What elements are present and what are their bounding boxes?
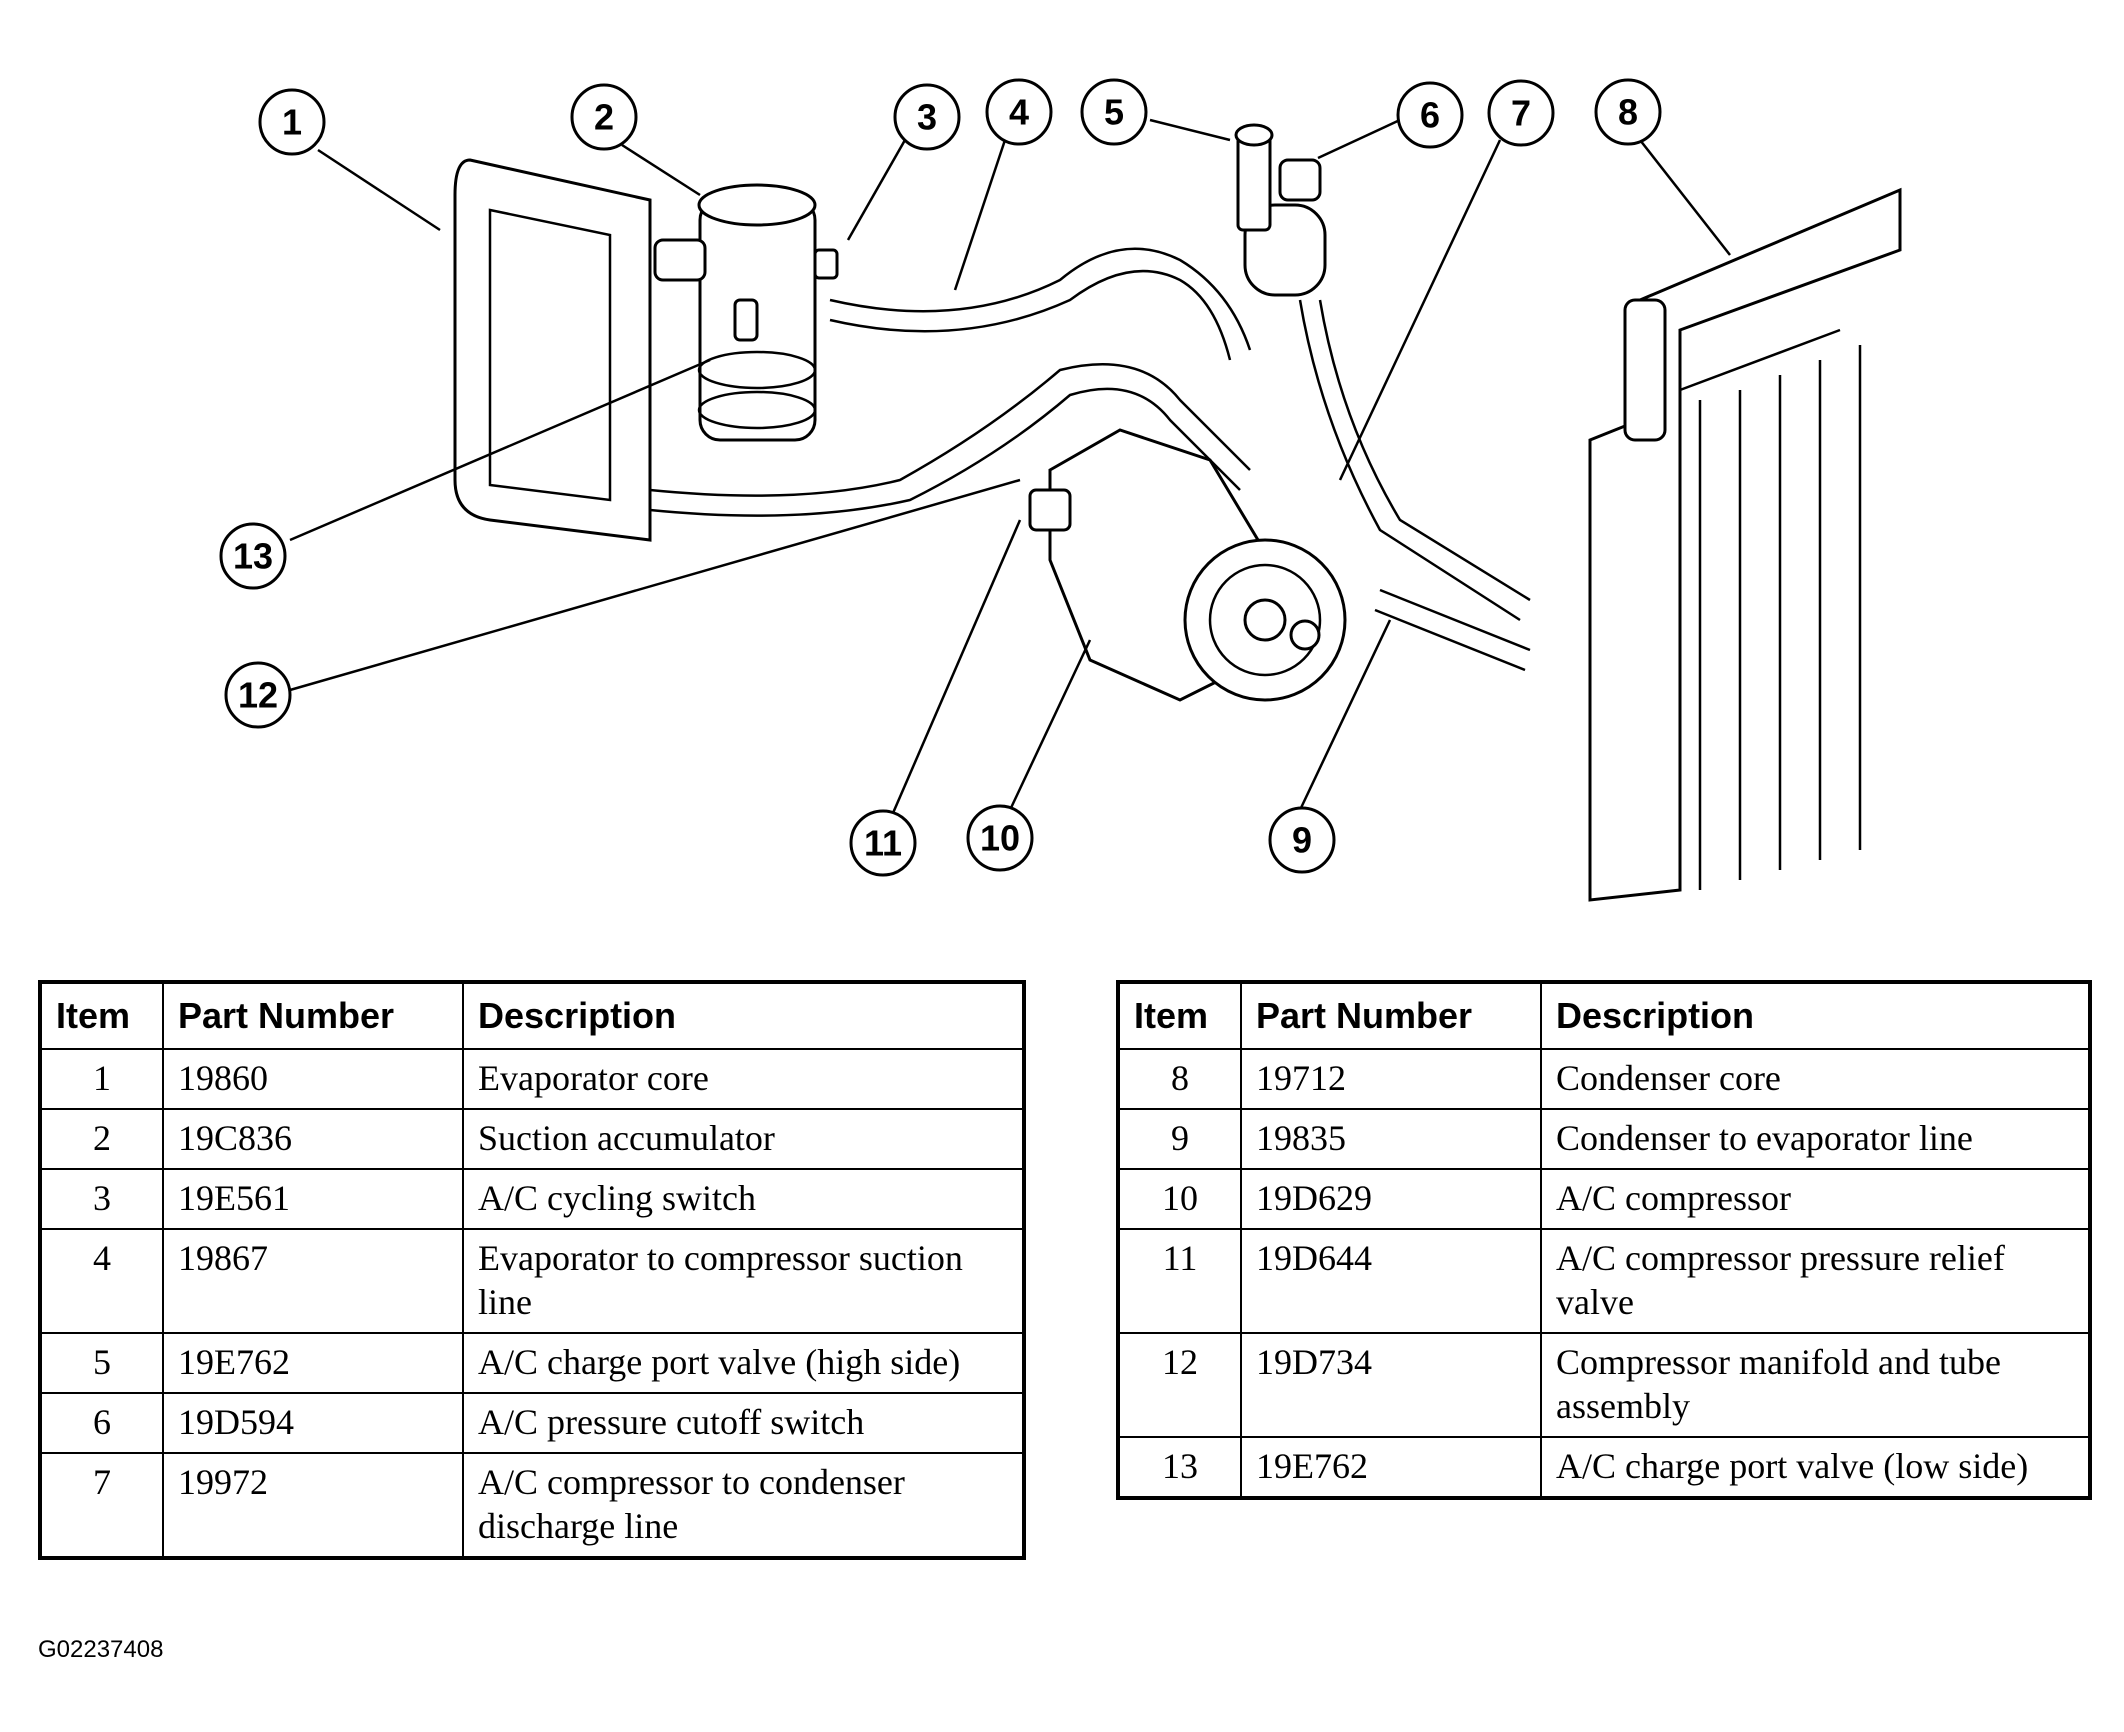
- item-cell: 7: [39, 1452, 164, 1559]
- callout-4: 4: [985, 78, 1053, 146]
- callout-11: 11: [849, 809, 917, 877]
- description-cell: Condenser core: [1540, 1048, 2091, 1110]
- part-number-cell: 19867: [162, 1228, 464, 1334]
- callout-7: 7: [1487, 79, 1555, 147]
- part-number-cell: 19835: [1240, 1108, 1542, 1170]
- table-header-row: Item Part Number Description: [1117, 981, 2091, 1050]
- part-number-cell: 19E762: [1240, 1436, 1542, 1499]
- item-cell: 12: [1117, 1332, 1242, 1438]
- callout-13: 13: [219, 522, 287, 590]
- table-header-row: Item Part Number Description: [39, 981, 1025, 1050]
- svg-text:13: 13: [233, 536, 273, 577]
- evaporator-core: [453, 158, 652, 542]
- item-cell: 11: [1117, 1228, 1242, 1334]
- callout-3: 3: [893, 83, 961, 151]
- part-number-cell: 19860: [162, 1048, 464, 1110]
- description-cell: A/C charge port valve (low side): [1540, 1436, 2091, 1499]
- part-number-cell: 19E762: [162, 1332, 464, 1394]
- svg-text:12: 12: [238, 675, 278, 716]
- part-number-cell: 19C836: [162, 1108, 464, 1170]
- ac-system-diagram: 1 2 3 4 5 6 7 8 9 10 11 12 13: [219, 78, 1902, 902]
- callout-12: 12: [224, 661, 292, 729]
- callout-2: 2: [570, 83, 638, 151]
- header-item: Item: [39, 981, 164, 1050]
- svg-text:4: 4: [1009, 92, 1029, 133]
- header-description: Description: [1540, 981, 2091, 1050]
- item-cell: 4: [39, 1228, 164, 1334]
- svg-text:2: 2: [594, 97, 614, 138]
- callout-8: 8: [1594, 78, 1662, 146]
- ac-compressor: [1028, 428, 1347, 702]
- suction-accumulator: [653, 183, 839, 442]
- description-cell: A/C compressor: [1540, 1168, 2091, 1230]
- svg-text:11: 11: [864, 823, 902, 864]
- part-number-cell: 19972: [162, 1452, 464, 1559]
- svg-text:10: 10: [980, 818, 1020, 859]
- description-cell: A/C pressure cutoff switch: [462, 1392, 1025, 1454]
- description-cell: A/C compressor pressure relief valve: [1540, 1228, 2091, 1334]
- part-number-cell: 19E561: [162, 1168, 464, 1230]
- description-cell: Compressor manifold and tube assembly: [1540, 1332, 2091, 1438]
- item-cell: 9: [1117, 1108, 1242, 1170]
- description-cell: Evaporator to compressor suction line: [462, 1228, 1025, 1334]
- svg-text:3: 3: [917, 97, 937, 138]
- callout-5: 5: [1080, 78, 1148, 146]
- header-part-number: Part Number: [1240, 981, 1542, 1050]
- svg-text:5: 5: [1104, 92, 1124, 133]
- leader-lines: [289, 118, 1731, 821]
- item-cell: 2: [39, 1108, 164, 1170]
- description-cell: A/C compressor to condenser discharge li…: [462, 1452, 1025, 1559]
- callout-1: 1: [258, 88, 326, 156]
- part-number-cell: 19D629: [1240, 1168, 1542, 1230]
- callout-9: 9: [1268, 806, 1336, 874]
- callout-6: 6: [1396, 81, 1464, 149]
- header-item: Item: [1117, 981, 1242, 1050]
- condenser-core: [1588, 187, 1902, 902]
- svg-text:1: 1: [282, 102, 302, 143]
- svg-text:6: 6: [1420, 95, 1440, 136]
- item-cell: 6: [39, 1392, 164, 1454]
- item-cell: 8: [1117, 1048, 1242, 1110]
- figure-code: G02237408: [38, 1636, 164, 1663]
- svg-text:7: 7: [1511, 93, 1531, 134]
- header-part-number: Part Number: [162, 981, 464, 1050]
- description-cell: A/C cycling switch: [462, 1168, 1025, 1230]
- part-number-cell: 19D734: [1240, 1332, 1542, 1438]
- callout-10: 10: [966, 804, 1034, 872]
- svg-text:9: 9: [1292, 820, 1312, 861]
- item-cell: 3: [39, 1168, 164, 1230]
- description-cell: A/C charge port valve (high side): [462, 1332, 1025, 1394]
- description-cell: Condenser to evaporator line: [1540, 1108, 2091, 1170]
- description-cell: Evaporator core: [462, 1048, 1025, 1110]
- description-cell: Suction accumulator: [462, 1108, 1025, 1170]
- part-number-cell: 19712: [1240, 1048, 1542, 1110]
- item-cell: 1: [39, 1048, 164, 1110]
- part-number-cell: 19D594: [162, 1392, 464, 1454]
- part-number-cell: 19D644: [1240, 1228, 1542, 1334]
- item-cell: 13: [1117, 1436, 1242, 1499]
- header-description: Description: [462, 981, 1025, 1050]
- item-cell: 10: [1117, 1168, 1242, 1230]
- high-side-port-assembly: [1234, 123, 1327, 297]
- item-cell: 5: [39, 1332, 164, 1394]
- svg-text:8: 8: [1618, 92, 1638, 133]
